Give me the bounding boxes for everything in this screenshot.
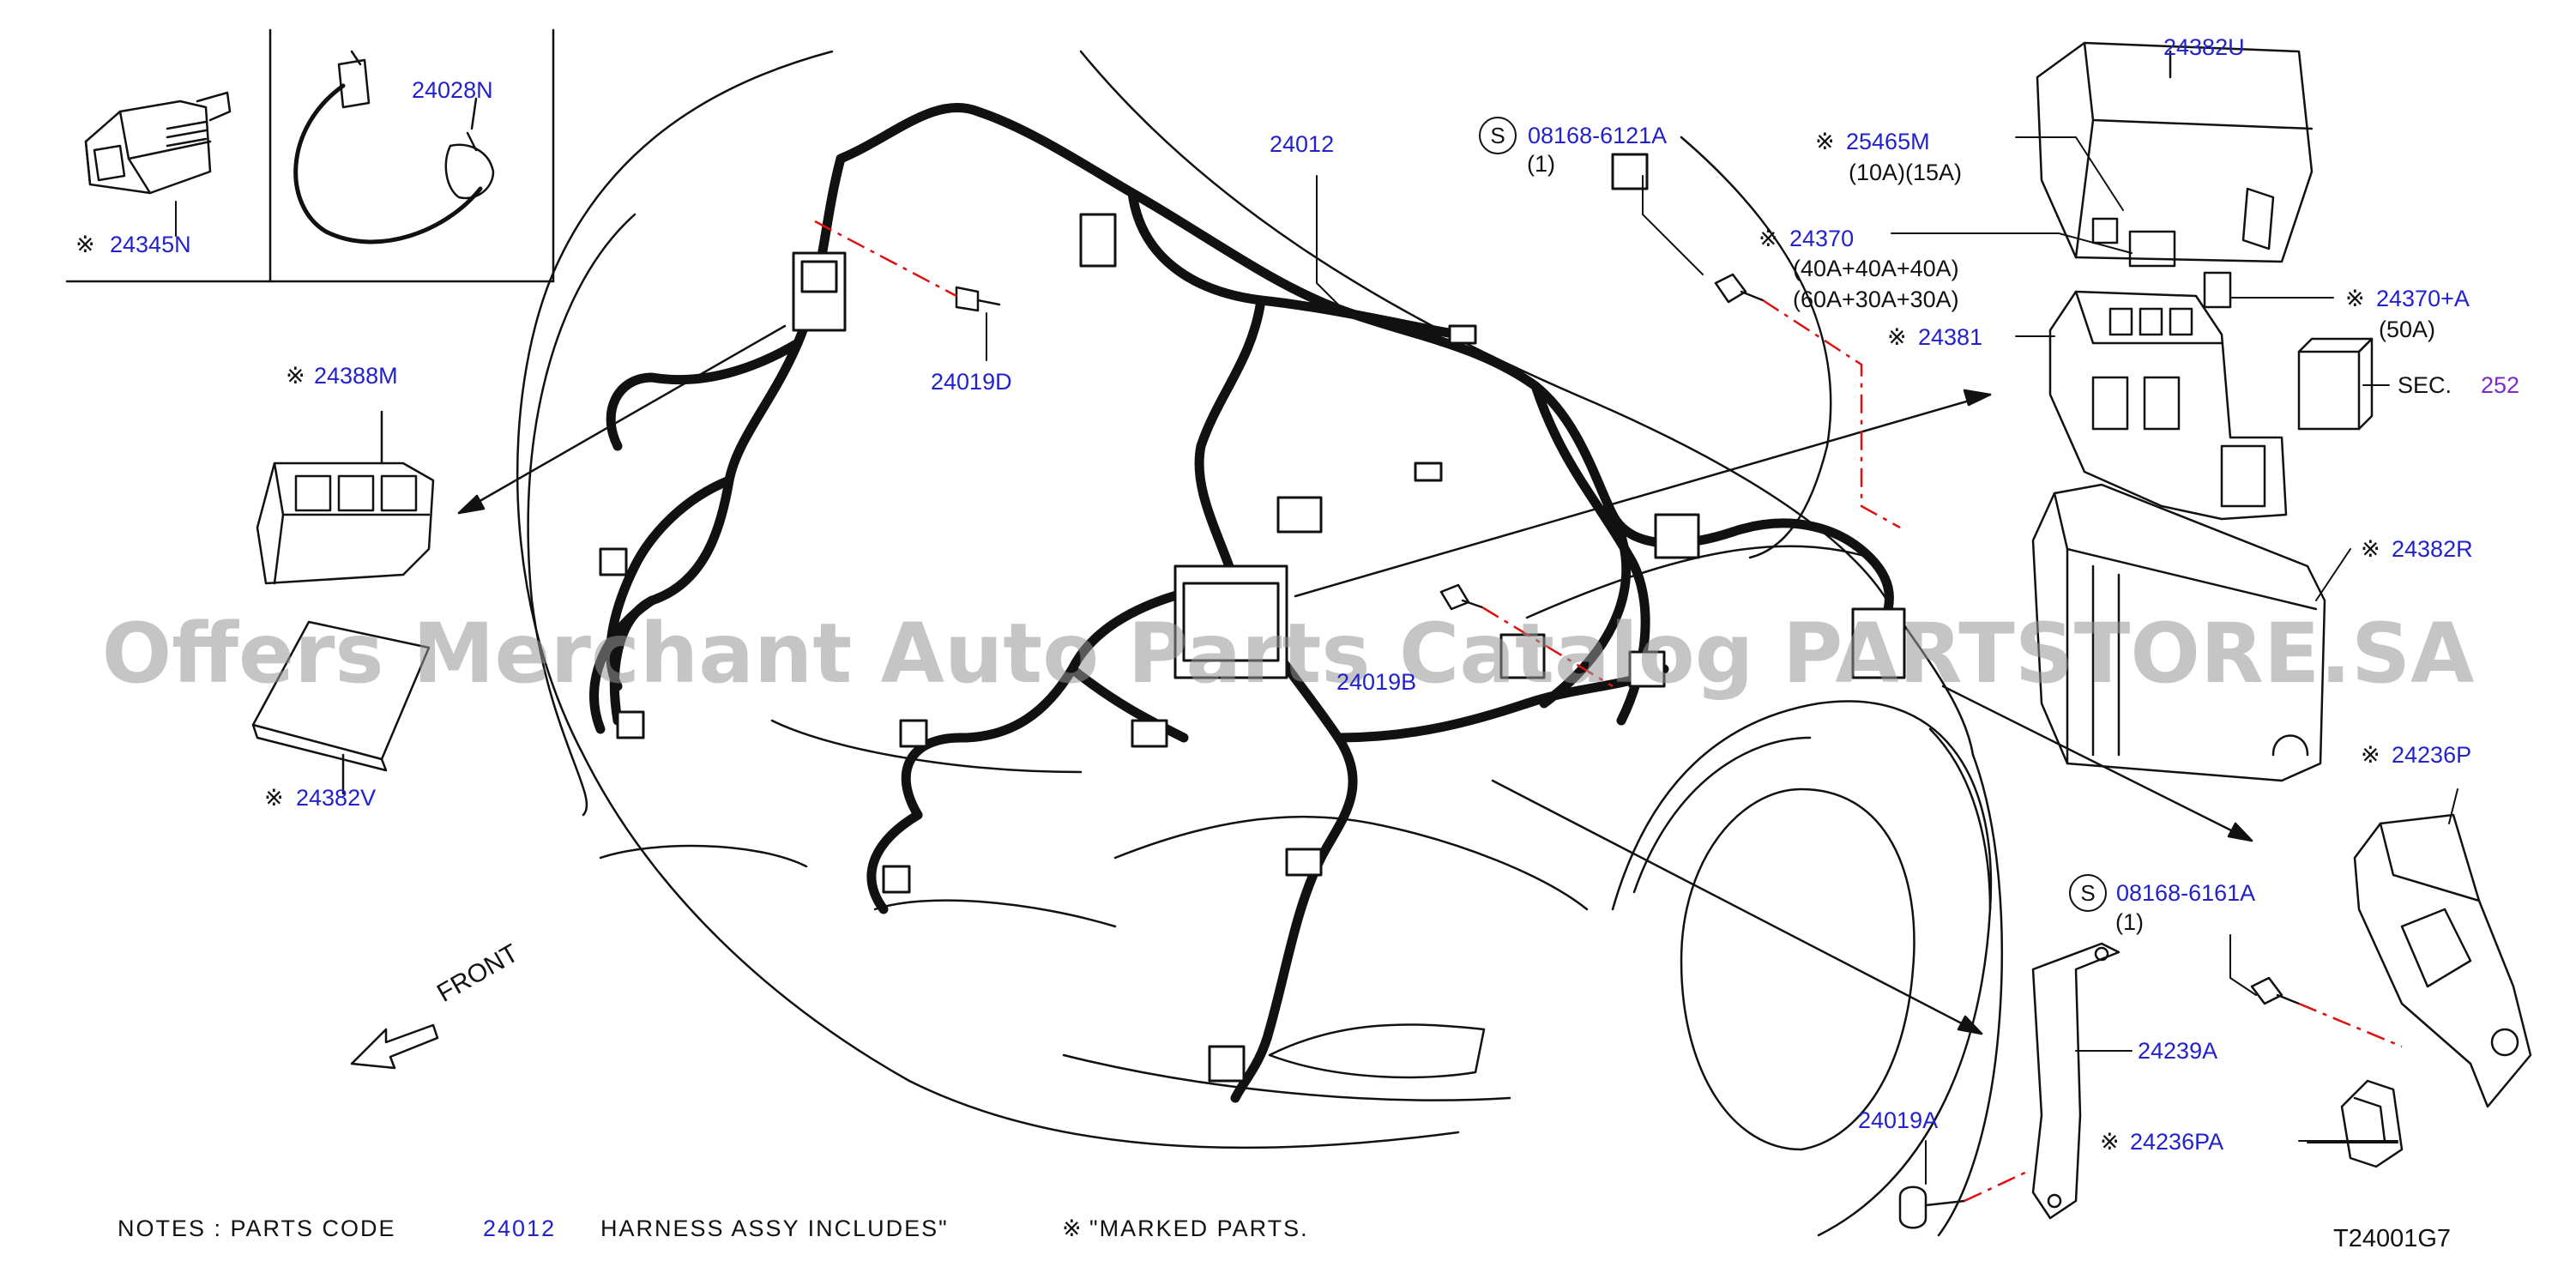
label-24019A[interactable]: 24019A: [1858, 1107, 1939, 1133]
qty-08168-6121A: (1): [1527, 151, 1555, 177]
arrows: [457, 324, 2253, 1035]
mark-symbol-24382R: ※: [2361, 536, 2380, 562]
notes-mark-symbol: ※: [1062, 1216, 1083, 1241]
cover-24388M-drawing: [256, 410, 435, 585]
label-24382V[interactable]: 24382V: [296, 785, 377, 811]
subharness-24028N-drawing: [293, 50, 495, 244]
label-24381[interactable]: 24381: [1918, 324, 1983, 350]
spec-25465M: (10A)(15A): [1849, 160, 1963, 185]
qty-08168-6161A: (1): [2115, 909, 2144, 935]
label-24019B[interactable]: 24019B: [1336, 669, 1417, 695]
screw-symbol-08168-6161A: S: [2069, 874, 2107, 912]
mark-symbol-24388M: ※: [286, 363, 305, 389]
screw-symbol-08168-6121A: S: [1479, 117, 1517, 154]
mark-symbol-24370: ※: [1759, 226, 1778, 251]
label-24019D[interactable]: 24019D: [931, 369, 1012, 395]
section-label: SEC.: [2398, 372, 2452, 398]
label-24370[interactable]: 24370: [1789, 226, 1855, 251]
inset-frame: [65, 28, 555, 283]
label-24012[interactable]: 24012: [1270, 131, 1335, 157]
label-24236PA[interactable]: 24236PA: [2130, 1129, 2224, 1155]
watermark: Offers Merchant Auto Parts Catalog PARTS…: [101, 606, 2475, 702]
cover-24382V-drawing: [251, 620, 431, 795]
bracket-24236P-drawing: [2353, 813, 2532, 1108]
mark-symbol-24381: ※: [1887, 324, 1907, 350]
spec-24370A: (50A): [2379, 317, 2436, 342]
section-link-252[interactable]: 252: [2481, 372, 2520, 398]
car-body-outline: [516, 50, 1975, 1149]
notes-suffix: "MARKED PARTS.: [1089, 1216, 1309, 1241]
mark-symbol-24236PA: ※: [2100, 1129, 2120, 1155]
bolts: [955, 273, 2301, 1229]
notes-code[interactable]: 24012: [483, 1216, 557, 1241]
front-arrow: [350, 1023, 439, 1070]
label-24236P[interactable]: 24236P: [2392, 742, 2472, 768]
notes-middle: HARNESS ASSY INCLUDES": [600, 1216, 949, 1241]
harness-connectors: [599, 153, 1906, 1083]
lower-box-24382R-drawing: [2031, 483, 2326, 782]
wheel-drawing: [1611, 700, 2003, 1237]
label-24382R[interactable]: 24382R: [2392, 536, 2473, 562]
label-24382U[interactable]: 24382U: [2163, 34, 2245, 60]
label-24345N[interactable]: 24345N: [110, 232, 191, 257]
label-24239A[interactable]: 24239A: [2138, 1038, 2218, 1064]
label-24370A[interactable]: 24370+A: [2376, 286, 2470, 311]
clip-24236PA-drawing: [2340, 1079, 2404, 1168]
mark-symbol-24236P: ※: [2361, 742, 2380, 768]
mark-symbol-24370A: ※: [2345, 286, 2365, 311]
label-08168-6121A[interactable]: 08168-6121A: [1528, 123, 1668, 148]
bracket-24239A-drawing: [2031, 942, 2121, 1220]
fuse-box-cover-24382U-drawing: [2036, 41, 2314, 263]
mark-symbol-24382V: ※: [264, 785, 284, 811]
label-08168-6161A[interactable]: 08168-6161A: [2116, 880, 2256, 906]
label-25465M[interactable]: 25465M: [1846, 129, 1930, 154]
main-harness-24012-drawing: [589, 102, 1894, 1103]
mark-symbol-25465M: ※: [1815, 129, 1835, 154]
fuse-block-24381-drawing: [2048, 290, 2288, 521]
diagram-id: T24001G7: [2333, 1225, 2452, 1252]
leader-lines: [175, 136, 2458, 1185]
connector-24345N-drawing: [84, 91, 232, 195]
spec-24370-line2: (60A+30A+30A): [1793, 287, 1959, 312]
label-24028N[interactable]: 24028N: [412, 77, 493, 103]
notes-prefix: NOTES : PARTS CODE: [118, 1216, 396, 1241]
mark-symbol-24345N: ※: [75, 232, 95, 257]
spec-24370-line1: (40A+40A+40A): [1793, 256, 1959, 281]
red-dashed-leaders: [814, 220, 2403, 1203]
fuse-relay-parts: [2091, 217, 2374, 431]
label-24388M[interactable]: 24388M: [314, 363, 398, 389]
